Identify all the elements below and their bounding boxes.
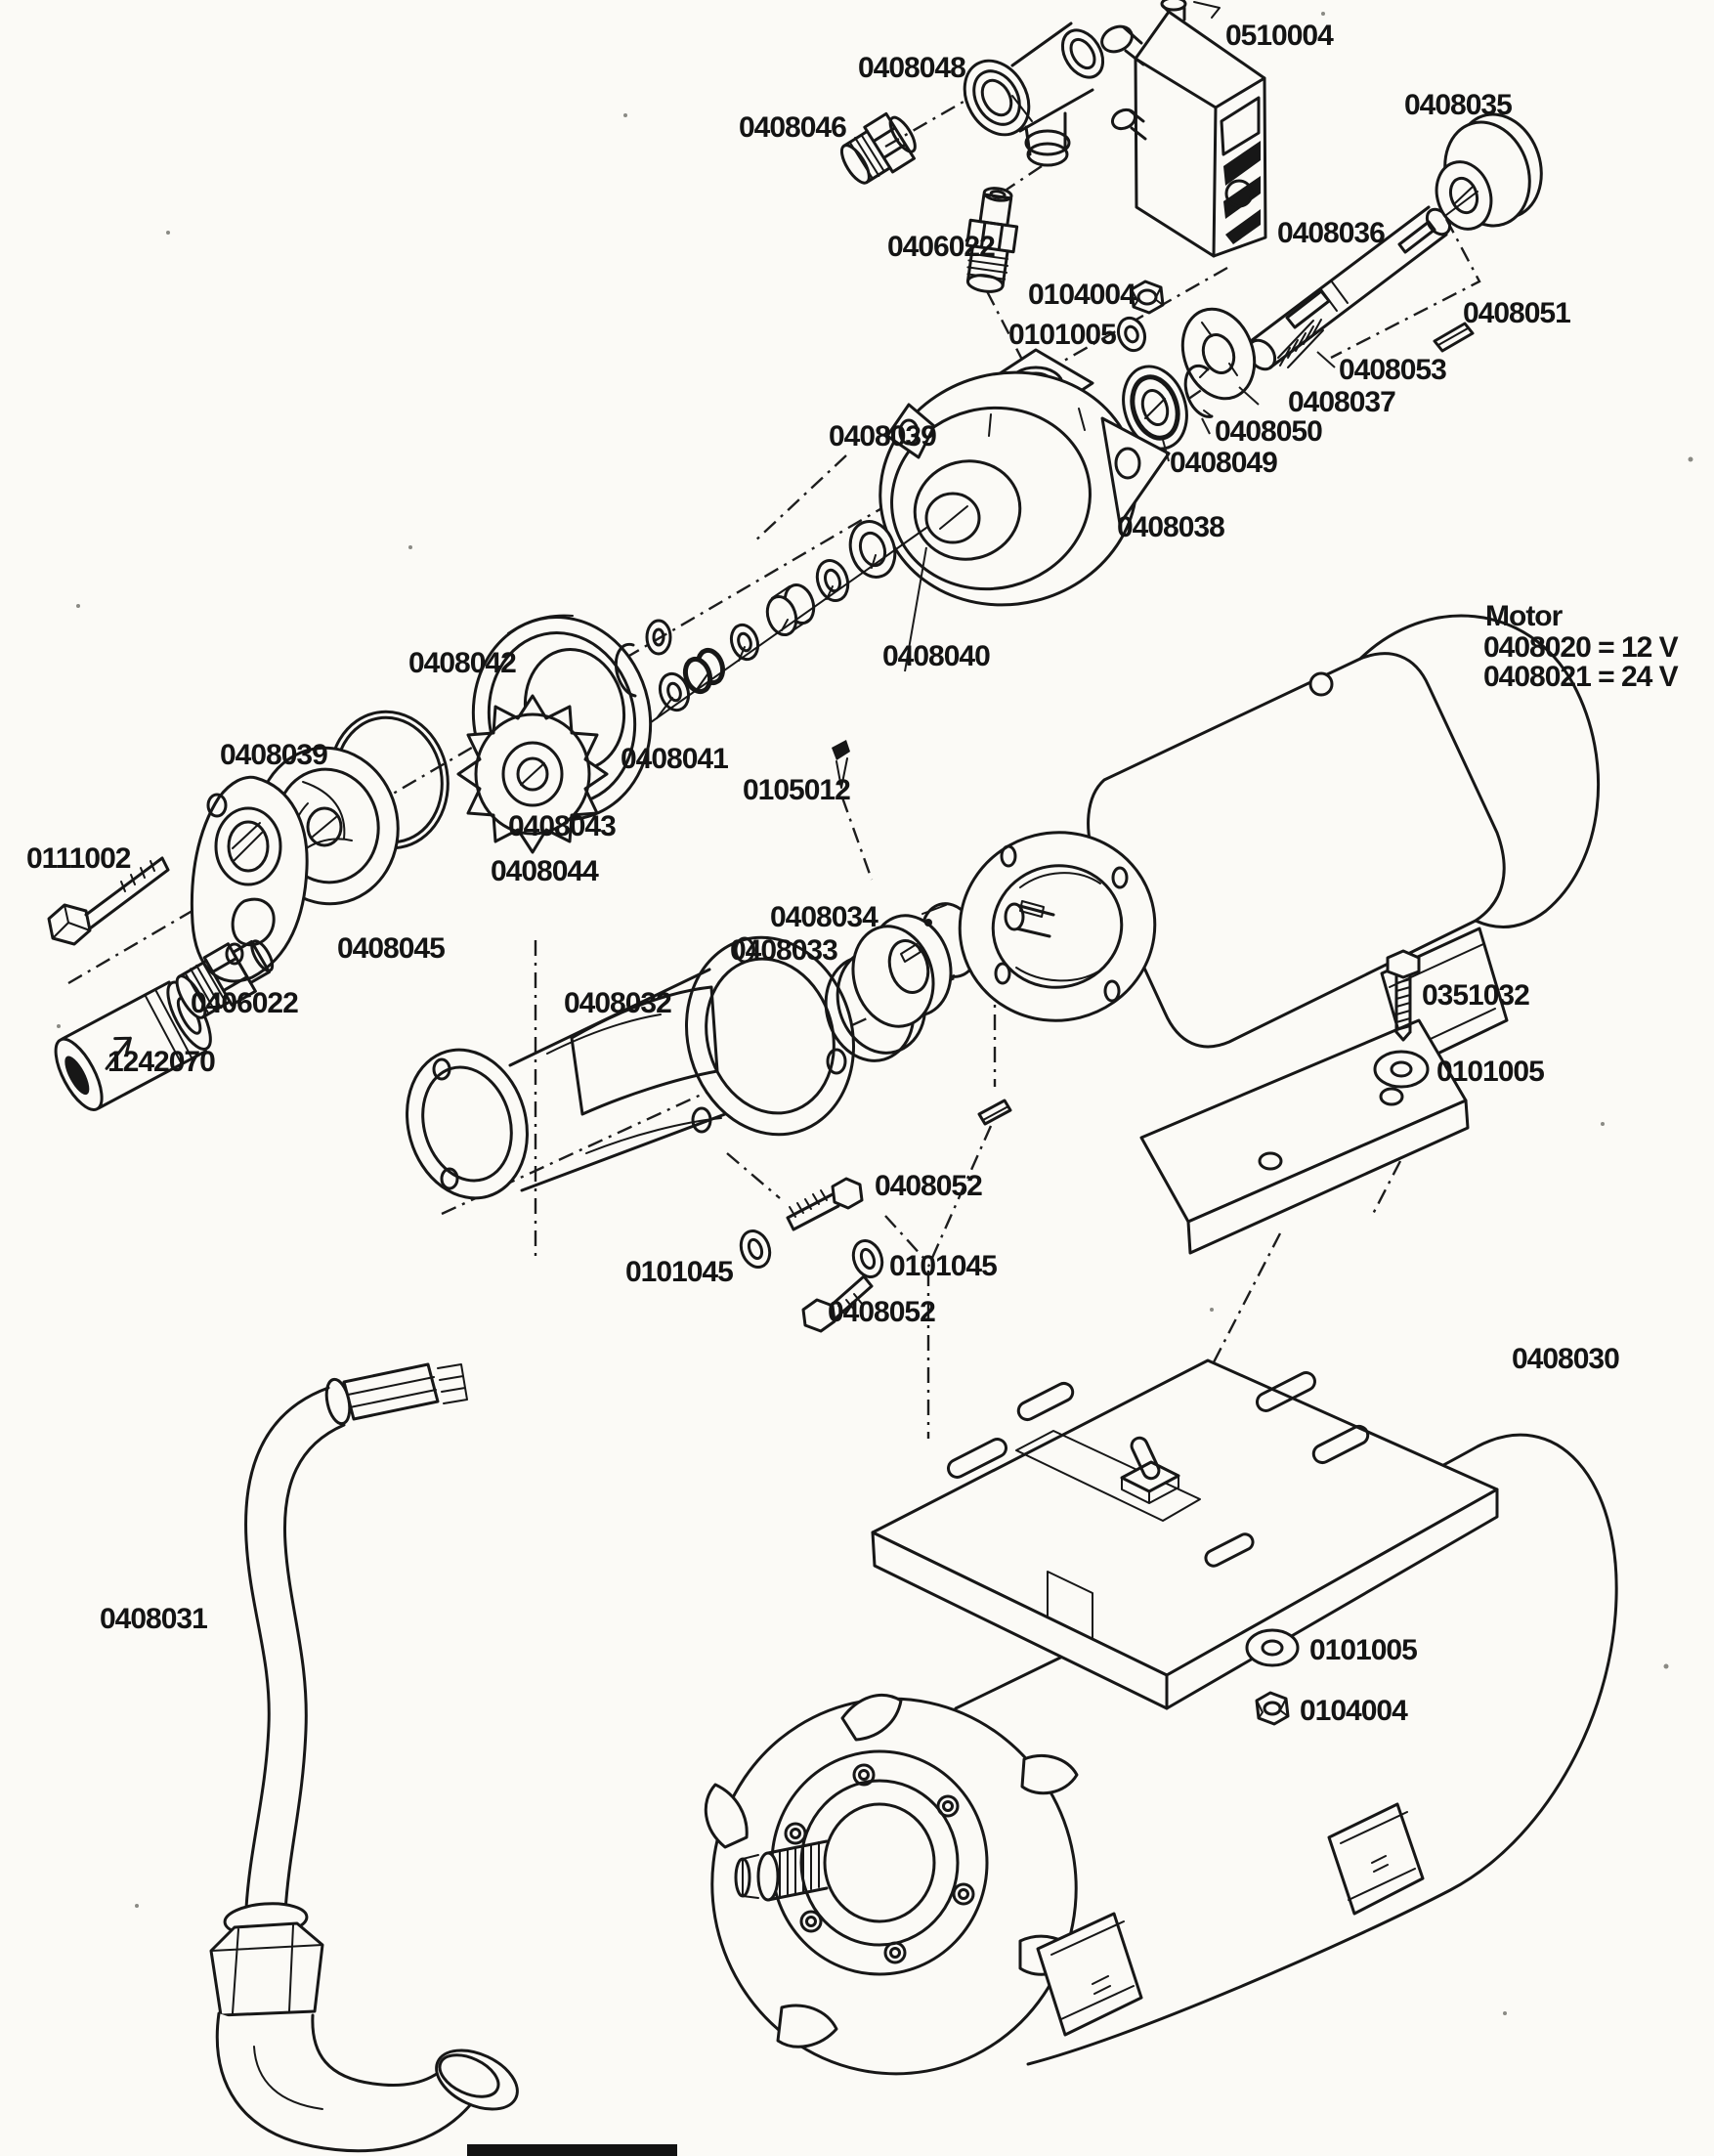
label-0408044: 0408044 xyxy=(491,855,599,887)
hex-nipple-2-icon xyxy=(175,939,275,1019)
hex-nut-2-icon xyxy=(1255,1691,1290,1726)
bleed-screw-icon xyxy=(832,740,850,789)
label-0101005-b: 0101005 xyxy=(1436,1056,1544,1088)
washer-3-icon xyxy=(1245,1628,1300,1667)
tee-fitting-icon xyxy=(963,22,1105,167)
label-0408039-b: 0408039 xyxy=(220,739,327,771)
pump-bracket-icon xyxy=(406,935,856,1200)
shaft-key-icon xyxy=(1433,322,1475,353)
mount-bolt-2-icon xyxy=(801,1274,874,1333)
label-0351032: 0351032 xyxy=(1422,979,1529,1012)
hex-nut-icon xyxy=(1130,280,1165,315)
label-0408050: 0408050 xyxy=(1215,415,1322,448)
motor-note-12v-line: 0408020 = 12 V xyxy=(1483,631,1679,664)
label-0408051: 0408051 xyxy=(1463,297,1570,329)
shaft-seal-kit-icon xyxy=(626,520,927,740)
mount-washer-2-icon xyxy=(851,1239,884,1278)
label-0101005-a: 0101005 xyxy=(1008,319,1116,351)
label-0408052-a: 0408052 xyxy=(875,1170,982,1202)
label-0408042: 0408042 xyxy=(408,647,516,679)
hose-barb-icon xyxy=(965,187,1019,293)
label-0408039-a: 0408039 xyxy=(829,420,936,453)
spring-icon xyxy=(1277,319,1324,368)
label-0408045: 0408045 xyxy=(337,932,445,965)
pressure-switch-icon xyxy=(1100,0,1267,258)
label-0101005-c: 0101005 xyxy=(1309,1634,1417,1666)
label-0408052-b: 0408052 xyxy=(828,1296,935,1328)
label-0408043: 0408043 xyxy=(508,810,616,842)
label-0406022-a: 0406022 xyxy=(887,231,995,263)
ball-bearing-icon xyxy=(1122,365,1188,451)
label-0408049: 0408049 xyxy=(1170,447,1277,479)
label-1242070: 1242070 xyxy=(107,1046,215,1078)
label-0408037: 0408037 xyxy=(1288,386,1395,418)
pump-housing-icon xyxy=(878,348,1171,607)
scan-noise-specks xyxy=(57,12,1693,2015)
label-0101045-b: 0101045 xyxy=(889,1250,997,1282)
hex-bolt-icon xyxy=(47,856,170,946)
label-0105012: 0105012 xyxy=(743,774,850,806)
label-leader-lines xyxy=(904,351,1336,672)
label-0104004-a: 0104004 xyxy=(1028,279,1136,311)
motor-note-title: Motor xyxy=(1485,600,1564,632)
label-0406022-b: 0406022 xyxy=(191,987,298,1019)
flange-bolt-icon xyxy=(1386,949,1421,1042)
snap-ring-icon xyxy=(1183,364,1214,418)
label-0408038: 0408038 xyxy=(1117,511,1224,543)
washer-icon xyxy=(1116,316,1147,353)
label-0111002: 0111002 xyxy=(26,842,131,875)
label-0408034: 0408034 xyxy=(770,901,878,933)
flange-bolts-icon xyxy=(784,1763,975,1964)
label-0408053: 0408053 xyxy=(1339,354,1446,386)
impeller-icon xyxy=(456,694,609,854)
scan-artifact-bar xyxy=(467,2144,677,2156)
label-0408031: 0408031 xyxy=(100,1603,207,1635)
end-plate-icon xyxy=(190,775,309,983)
washer-2-icon xyxy=(1373,1050,1430,1089)
label-0408040: 0408040 xyxy=(882,640,990,672)
label-0101045-a: 0101045 xyxy=(625,1256,733,1288)
label-0104004-b: 0104004 xyxy=(1300,1695,1408,1727)
label-0408035: 0408035 xyxy=(1404,89,1512,121)
label-0510004: 0510004 xyxy=(1225,20,1334,52)
label-0408033: 0408033 xyxy=(730,934,837,967)
accumulator-tank-icon xyxy=(704,1358,1618,2076)
motor-variant-note: Motor 0408020 = 12 V 0408021 = 24 V xyxy=(1483,600,1680,693)
circlip-icon xyxy=(614,619,672,698)
label-0408046: 0408046 xyxy=(739,111,846,144)
label-0408032: 0408032 xyxy=(564,987,671,1019)
label-0408041: 0408041 xyxy=(621,743,728,775)
pressure-hose-icon xyxy=(209,1362,519,2153)
part-labels: 0408048 0510004 0408046 0408035 0406022 … xyxy=(26,20,1620,1727)
hex-nipple-icon xyxy=(839,111,917,185)
motor-icon xyxy=(958,614,1601,1255)
mount-bolt-1-icon xyxy=(786,1177,864,1231)
motor-note-24v-line: 0408021 = 24 V xyxy=(1483,661,1679,693)
label-0408030: 0408030 xyxy=(1512,1343,1619,1375)
label-0408036: 0408036 xyxy=(1277,217,1385,249)
shaft-bushing-icon xyxy=(1435,112,1543,231)
label-0408048: 0408048 xyxy=(858,52,965,84)
mount-washer-1-icon xyxy=(739,1229,772,1269)
